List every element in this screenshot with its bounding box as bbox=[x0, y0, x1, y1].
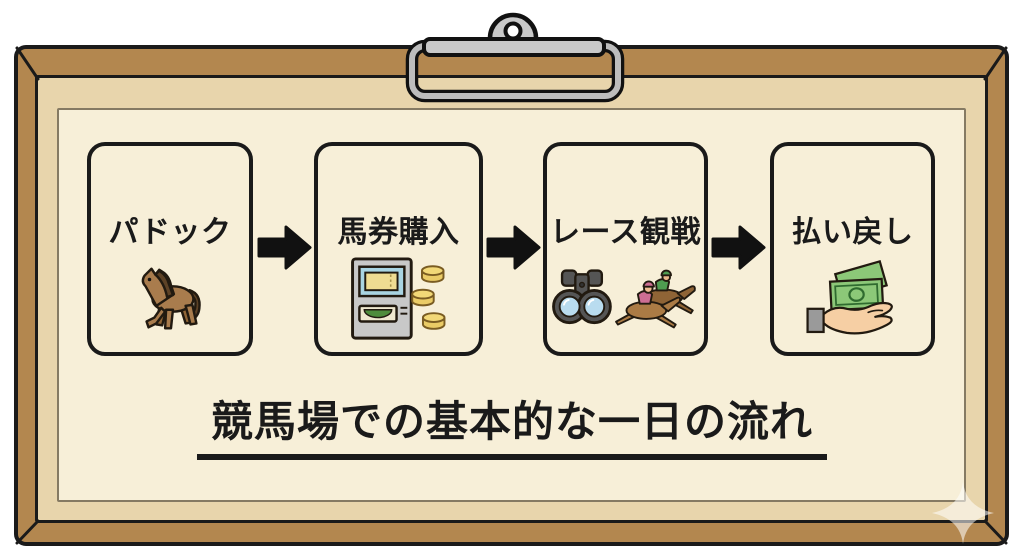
flow-arrow-3 bbox=[711, 225, 766, 270]
board-title: 競馬場での基本的な一日の流れ bbox=[196, 398, 828, 460]
step-label-ticket-purchase: 馬券購入 bbox=[337, 216, 460, 249]
clip-hole bbox=[503, 21, 523, 41]
horse-mane bbox=[154, 269, 175, 299]
horse-near-leg-hind bbox=[184, 303, 198, 326]
step-label-paddock: パドック bbox=[108, 216, 232, 249]
open-hand-icon bbox=[805, 301, 893, 335]
hand-receiving-money-icon bbox=[774, 254, 931, 344]
racehorse-front bbox=[614, 280, 681, 329]
step-label-payout: 払い戻し bbox=[791, 216, 914, 249]
step-label-race-watching: レース観戦 bbox=[550, 216, 701, 249]
binoculars-icon bbox=[551, 269, 612, 325]
clip-bar bbox=[422, 37, 606, 57]
racehorses-icon bbox=[614, 269, 696, 329]
flow-arrow-2 bbox=[486, 225, 541, 270]
horse-near-leg-front bbox=[163, 308, 175, 330]
betting-machine-coins-icon bbox=[318, 254, 479, 344]
step-card-paddock: パドック bbox=[87, 142, 253, 356]
step-card-race-watching: レース観戦 bbox=[543, 142, 708, 356]
step-card-payout: 払い戻し bbox=[770, 142, 935, 356]
horse-eye bbox=[147, 277, 152, 282]
horse-icon bbox=[91, 254, 249, 344]
betting-machine-icon bbox=[350, 257, 413, 340]
binoculars-racehorses-icon bbox=[547, 254, 704, 344]
sparkle-icon bbox=[932, 482, 994, 544]
flow-arrow-1 bbox=[257, 225, 312, 270]
money-bills-icon bbox=[828, 260, 888, 312]
step-card-ticket-purchase: 馬券購入 bbox=[314, 142, 483, 356]
clipboard-clip bbox=[405, 12, 625, 103]
coins-icon bbox=[410, 265, 445, 330]
ticket-icon bbox=[363, 271, 399, 292]
